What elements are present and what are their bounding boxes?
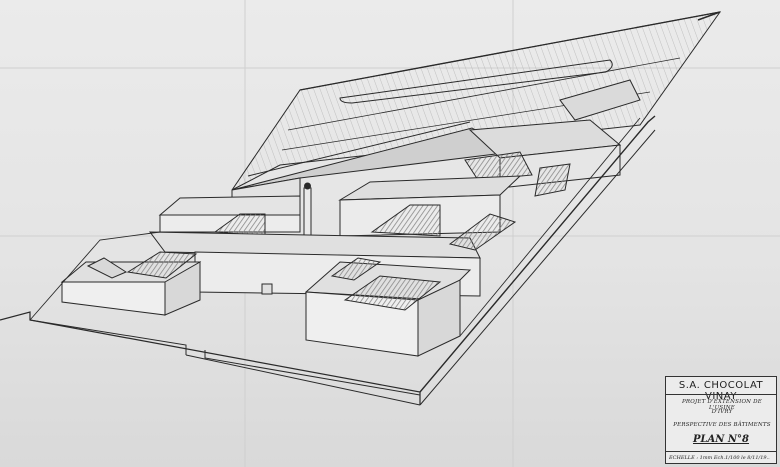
site-boundary	[0, 115, 656, 406]
plan-number: PLAN N°8	[692, 434, 750, 445]
company-name: S.A. CHOCOLAT VINAY	[678, 380, 764, 402]
subject-line: PERSPECTIVE DES BÂTIMENTS	[673, 422, 771, 428]
front-right-building	[304, 257, 472, 357]
title-block: S.A. CHOCOLAT VINAY PROJET D'EXTENSION D…	[665, 376, 777, 464]
title-rule	[666, 394, 776, 395]
project-line-2: D'IVRY	[711, 409, 733, 415]
central-range	[158, 175, 522, 239]
rear-right-buildings	[464, 79, 641, 197]
project-line-1: PROJET D'EXTENSION DE L'USINE	[682, 399, 762, 411]
front-left-building	[60, 251, 202, 316]
scale-rule	[666, 451, 776, 452]
scale-line: ÉCHELLE : 1mm Ech.1/100 le 8/11/19..	[669, 455, 770, 461]
